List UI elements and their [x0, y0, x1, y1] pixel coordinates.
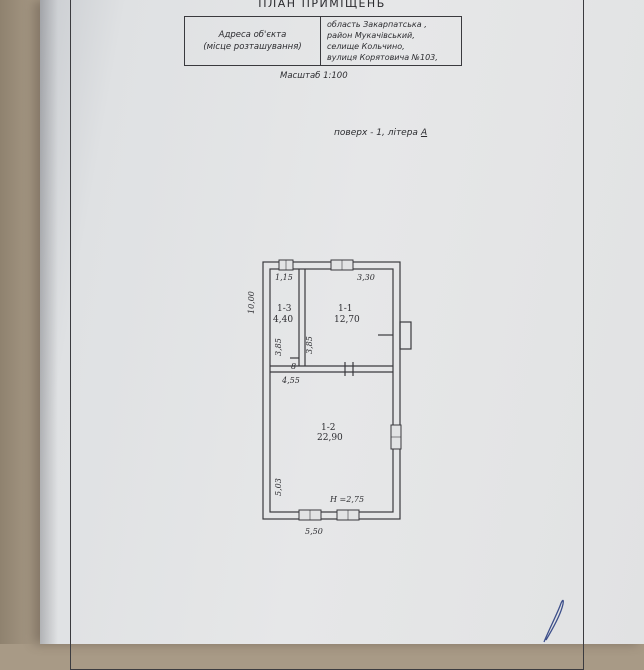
room-height-dim: 3,85 — [305, 336, 314, 354]
mid-width-dim: 4,55 — [281, 376, 300, 385]
address-label: Адреса об'єкта (місце розташування) — [185, 17, 321, 65]
small-room-height-dim: 3,85 — [274, 338, 283, 356]
scale-label: Масштаб — [280, 71, 321, 81]
address-label-line: (місце розташування) — [203, 42, 302, 52]
corridor-mark: 8 — [291, 362, 296, 371]
room-id-1-3: 1-3 — [277, 304, 292, 314]
address-line: вулиця Корятовича №103, — [327, 53, 438, 62]
room-id-1-1: 1-1 — [338, 304, 353, 314]
address-table: Адреса об'єкта (місце розташування) обла… — [184, 16, 462, 66]
address-line: область Закарпатська , — [327, 20, 427, 29]
ceiling-height: Н =2,75 — [329, 495, 364, 504]
address-value: область Закарпатська , район Мукачівськи… — [321, 17, 461, 65]
scale-value: 1:100 — [323, 71, 348, 81]
outer-wall-outer — [262, 261, 401, 520]
top-small-dim: 1,15 — [275, 273, 293, 282]
floor-text: поверх - 1, літера — [334, 128, 418, 138]
scale-note: Масштаб 1:100 — [280, 71, 348, 81]
floor-letter: А — [420, 128, 428, 138]
room-area-1-3: 4,40 — [273, 315, 293, 325]
top-large-dim: 3,30 — [357, 273, 375, 282]
room-id-1-2: 1-2 — [321, 423, 336, 433]
address-label-line: Адреса об'єкта — [218, 30, 287, 40]
overall-height-dim: 10,00 — [247, 291, 256, 314]
address-line: селище Кольчино, — [327, 42, 405, 51]
signature-mark — [543, 599, 564, 643]
address-line: район Мукачівський, — [327, 31, 415, 40]
room-area-1-2: 22,90 — [317, 433, 343, 443]
floor-plan: 10,00 1,15 3,30 1-3 4,40 1-1 12,70 3,85 … — [247, 259, 412, 536]
lower-height-dim: 5,03 — [274, 478, 283, 496]
plan-title: ПЛАН ПРИМІЩЕНЬ — [258, 0, 386, 10]
paper-binding-shadow — [40, 0, 58, 644]
porch — [399, 321, 412, 350]
room-area-1-1: 12,70 — [334, 315, 360, 325]
paper-sheet — [40, 0, 644, 644]
overall-width-dim: 5,50 — [305, 527, 323, 536]
